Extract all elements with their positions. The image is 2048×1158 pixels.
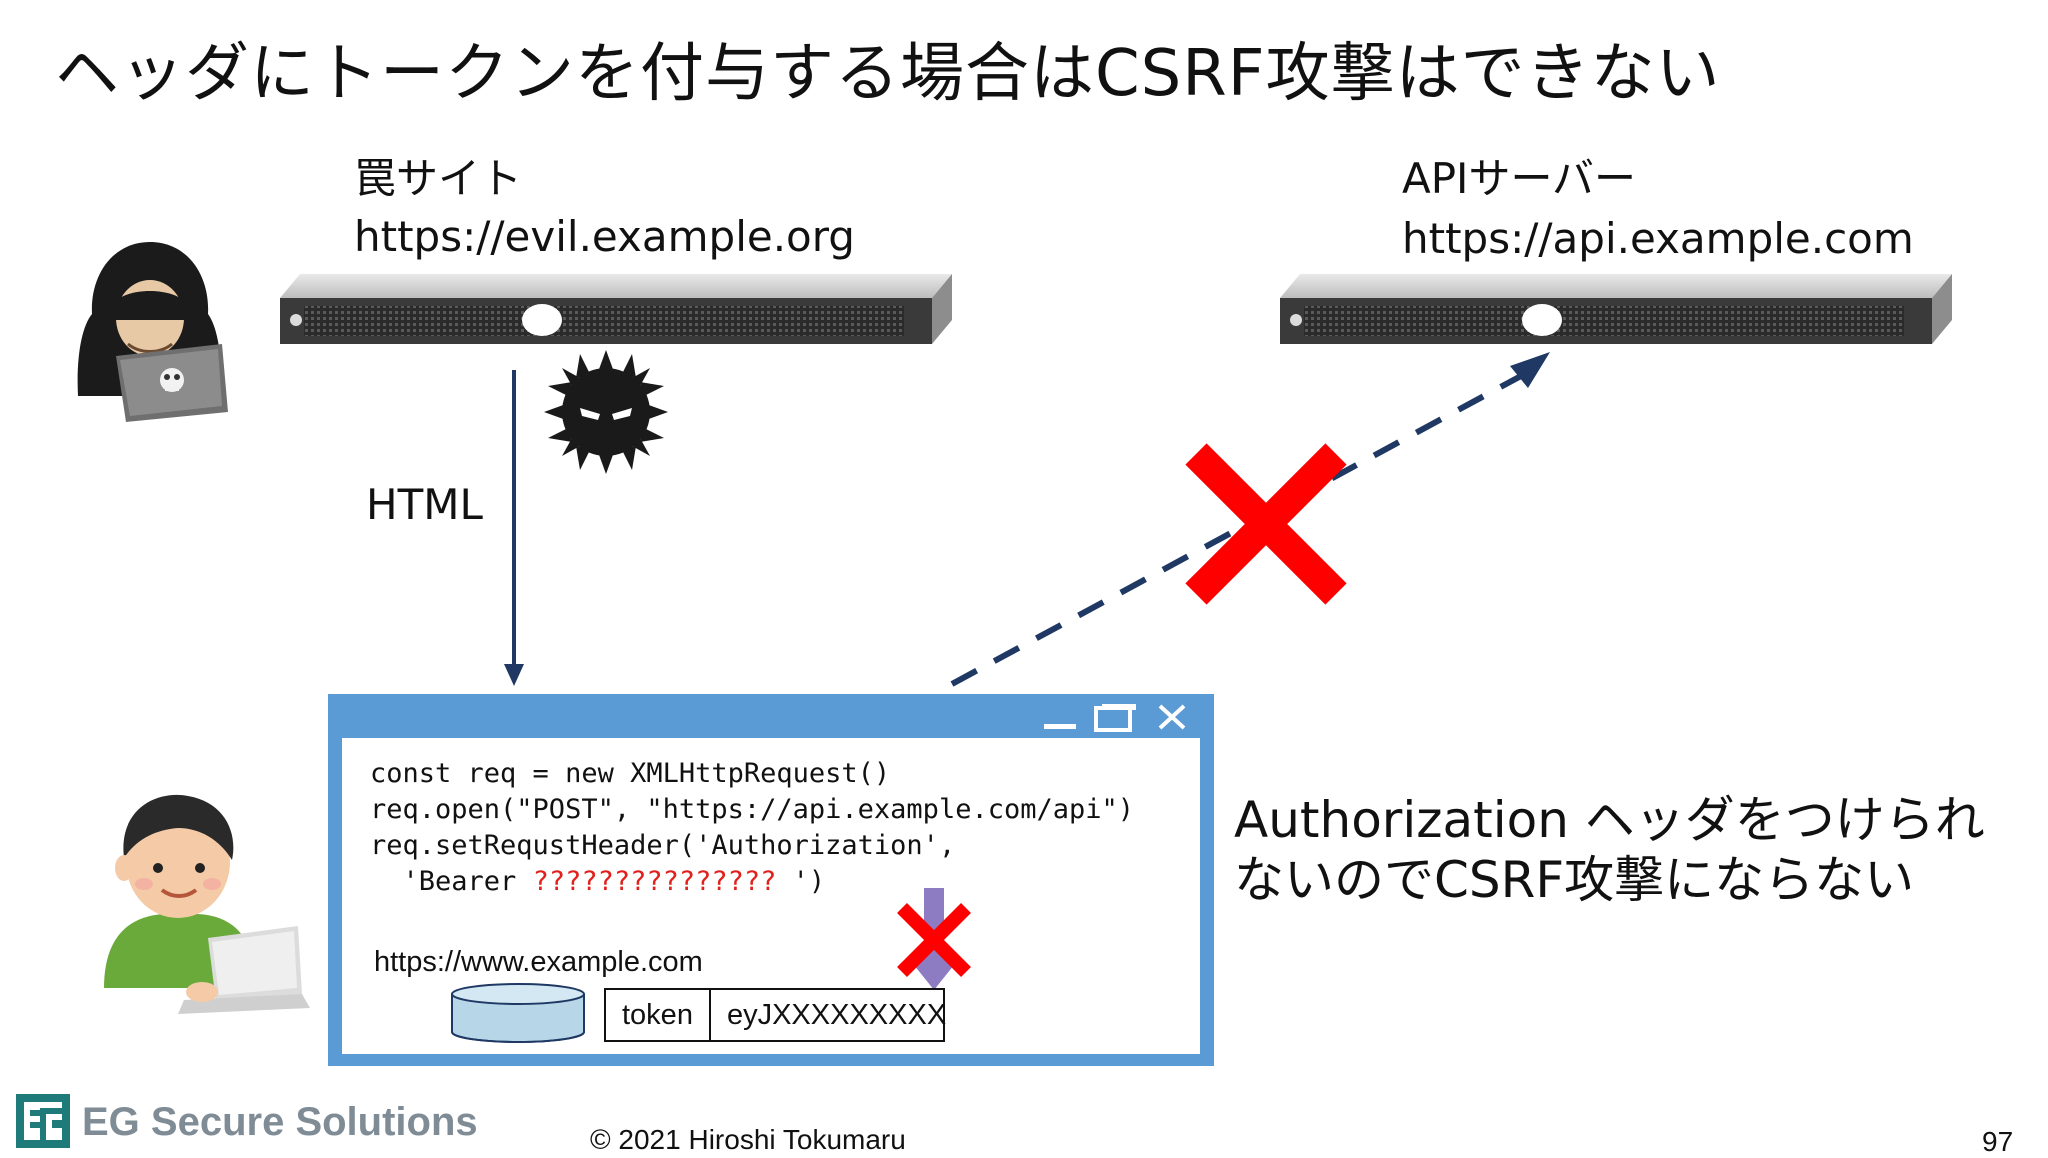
explanation-text: Authorization ヘッダをつけられ ないのでCSRF攻撃にならない xyxy=(1234,790,1985,910)
trap-site-label: 罠サイト xyxy=(354,154,523,203)
api-server-url: https://api.example.com xyxy=(1402,214,1914,263)
storage-table: token eyJXXXXXXXXX xyxy=(604,988,946,1042)
copyright: © 2021 Hiroshi Tokumaru xyxy=(590,1124,906,1155)
html-arrow xyxy=(504,370,524,686)
code-line-2: req.open("POST", "https://api.example.co… xyxy=(370,794,1135,825)
storage-key: token xyxy=(622,998,693,1031)
window-controls xyxy=(1044,704,1186,732)
browser-window: const req = new XMLHttpRequest() req.ope… xyxy=(328,694,1214,1066)
api-server-label: APIサーバー xyxy=(1402,154,1637,203)
company-logo-icon xyxy=(16,1094,70,1148)
browser-content: const req = new XMLHttpRequest() req.ope… xyxy=(342,738,1200,1054)
js-code: const req = new XMLHttpRequest() req.ope… xyxy=(370,756,1134,900)
storage-icon xyxy=(451,983,585,1043)
code-line-1: const req = new XMLHttpRequest() xyxy=(370,758,891,789)
explanation-line-1: Authorization ヘッダをつけられ xyxy=(1234,791,1985,849)
code-line-4-tail: ') xyxy=(776,866,826,897)
code-line-4: 'Bearer xyxy=(370,866,533,897)
token-placeholder: ??????????????? xyxy=(532,866,777,897)
maximize-icon xyxy=(1094,706,1132,732)
company-name: EG Secure Solutions xyxy=(82,1100,478,1144)
slide-title: ヘッダにトークンを付与する場合はCSRF攻撃はできない xyxy=(55,37,1721,111)
blocked-cross-icon xyxy=(1185,443,1347,605)
code-line-3: req.setRequstHeader('Authorization', xyxy=(370,830,956,861)
trap-site-url: https://evil.example.org xyxy=(354,212,855,261)
request-dashed-arrow xyxy=(950,352,1550,687)
api-server-icon xyxy=(1280,274,1952,344)
user-icon xyxy=(104,794,310,1014)
page-number: 97 xyxy=(1982,1126,2014,1157)
origin-url: https://www.example.com xyxy=(374,946,703,978)
virus-icon xyxy=(544,350,668,474)
storage-value: eyJXXXXXXXXX xyxy=(708,990,946,1040)
trap-server-icon xyxy=(280,274,952,344)
token-blocked-arrow xyxy=(897,888,971,990)
hacker-icon xyxy=(77,242,228,422)
html-arrow-label: HTML xyxy=(366,480,483,529)
explanation-line-2: ないのでCSRF攻撃にならない xyxy=(1234,851,1915,909)
minimize-icon xyxy=(1044,724,1076,729)
